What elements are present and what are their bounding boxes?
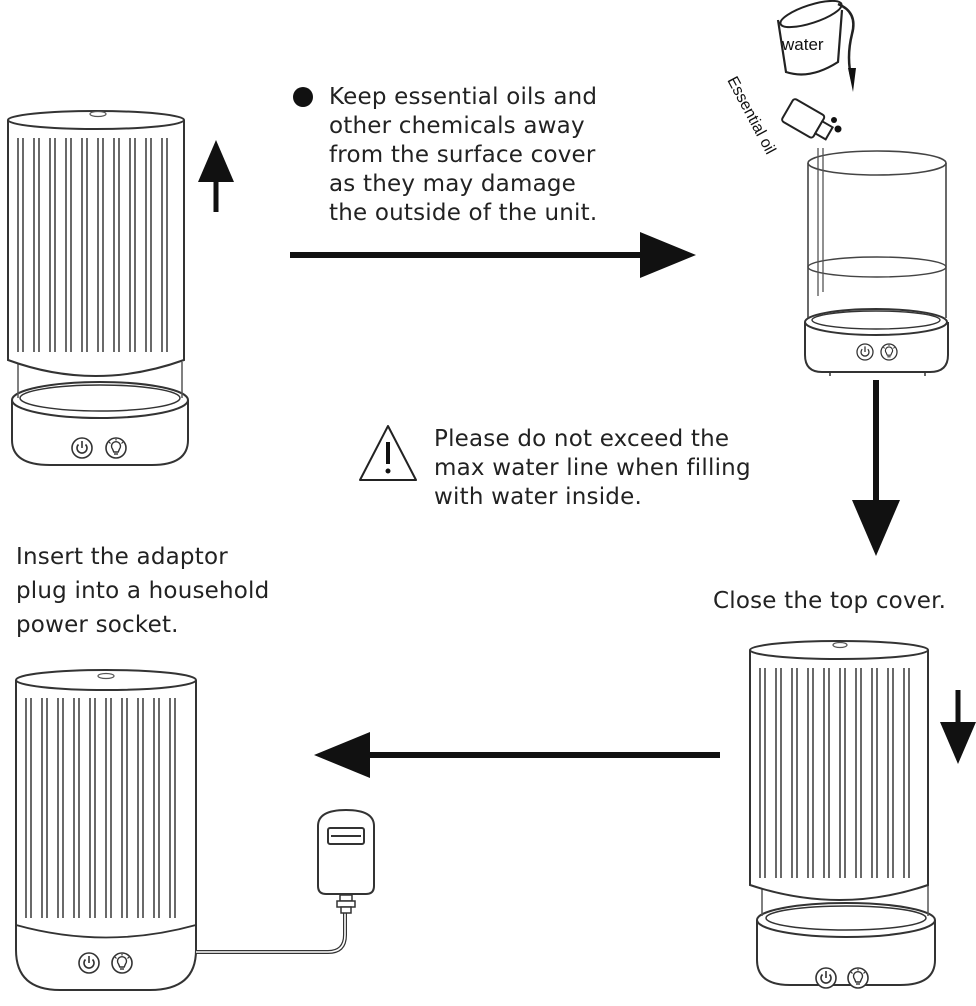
power-adaptor-icon (317, 808, 375, 914)
warning-line: Please do not exceed the (434, 426, 730, 452)
water-label: water (781, 35, 824, 54)
close-cover-label: Close the top cover. (713, 588, 947, 614)
max-water-warning: Please do not exceed the max water line … (434, 425, 751, 512)
diffuser-cover-closing (749, 640, 976, 989)
arrow-right-icon (290, 232, 696, 278)
oil-drop-icon (834, 125, 842, 133)
diffuser-cover-lifted (7, 110, 234, 466)
arrow-down-icon (852, 380, 900, 556)
note-line: other chemicals away (329, 113, 585, 139)
note-line: as they may damage (329, 171, 577, 197)
power-cord (196, 912, 347, 954)
power-icon (71, 437, 93, 459)
diffuser-filling (804, 148, 949, 376)
oil-warning-note: Keep essential oils and other chemicals … (329, 83, 597, 228)
light-icon (105, 437, 127, 459)
essential-oil-label: Essential oil (723, 74, 778, 157)
insert-adaptor-note: Insert the adaptor plug into a household… (16, 540, 269, 642)
note-line: the outside of the unit. (329, 200, 598, 226)
power-icon (815, 967, 837, 989)
diffuser-plugged-in (15, 669, 197, 991)
note-line: power socket. (16, 612, 179, 638)
arrow-left-icon (314, 732, 720, 778)
warning-line: with water inside. (434, 484, 642, 510)
water-cup-icon (776, 0, 856, 92)
note-line: plug into a household (16, 578, 270, 604)
light-icon (847, 967, 869, 989)
power-icon (856, 343, 874, 361)
bullet-dot-icon (293, 87, 313, 107)
note-line: from the surface cover (329, 142, 596, 168)
power-icon (78, 952, 100, 974)
down-arrow-icon (940, 690, 976, 764)
essential-oil-bottle-icon (781, 98, 835, 141)
warning-line: max water line when filling (434, 455, 751, 481)
light-icon (880, 343, 898, 361)
oil-drop-icon (831, 117, 837, 123)
note-line: Insert the adaptor (16, 544, 228, 570)
note-line: Keep essential oils and (329, 84, 598, 110)
light-icon (111, 952, 133, 974)
up-arrow-icon (198, 140, 234, 212)
warning-icon (359, 425, 417, 481)
